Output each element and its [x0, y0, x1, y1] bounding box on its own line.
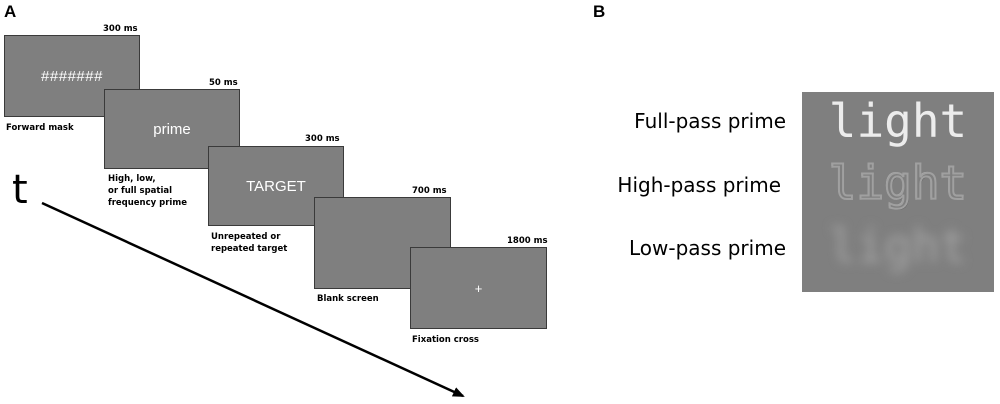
- target-caption: Unrepeated or repeated target: [211, 232, 288, 254]
- time-label: t: [12, 167, 28, 213]
- full-pass-word: light: [828, 94, 968, 148]
- blank-caption: Blank screen: [317, 294, 379, 304]
- fixation-caption: Fixation cross: [412, 335, 479, 345]
- prime-caption: High, low, or full spatial frequency pri…: [108, 174, 187, 208]
- target-text: TARGET: [246, 177, 306, 195]
- full-pass-label: Full-pass prime: [634, 109, 786, 133]
- fixation-cross: +: [474, 280, 483, 296]
- low-pass-label: Low-pass prime: [628, 236, 786, 260]
- high-pass-word: light: [828, 156, 968, 210]
- fixation-screen: +: [410, 247, 547, 329]
- mask-text: #######: [41, 67, 103, 85]
- prime-duration: 50 ms: [209, 78, 238, 88]
- mask-caption: Forward mask: [6, 123, 74, 133]
- panel-b-letter: B: [593, 2, 606, 21]
- panel-a-letter: A: [4, 2, 17, 21]
- mask-duration: 300 ms: [103, 24, 138, 34]
- low-pass-word: light: [828, 219, 968, 273]
- blank-duration: 700 ms: [412, 186, 447, 196]
- high-pass-label: High-pass prime: [617, 173, 781, 197]
- fixation-duration: 1800 ms: [507, 236, 548, 246]
- target-screen: TARGET: [208, 146, 344, 226]
- target-duration: 300 ms: [305, 134, 340, 144]
- prime-examples-box: light light light: [802, 92, 994, 292]
- prime-text: prime: [153, 120, 191, 138]
